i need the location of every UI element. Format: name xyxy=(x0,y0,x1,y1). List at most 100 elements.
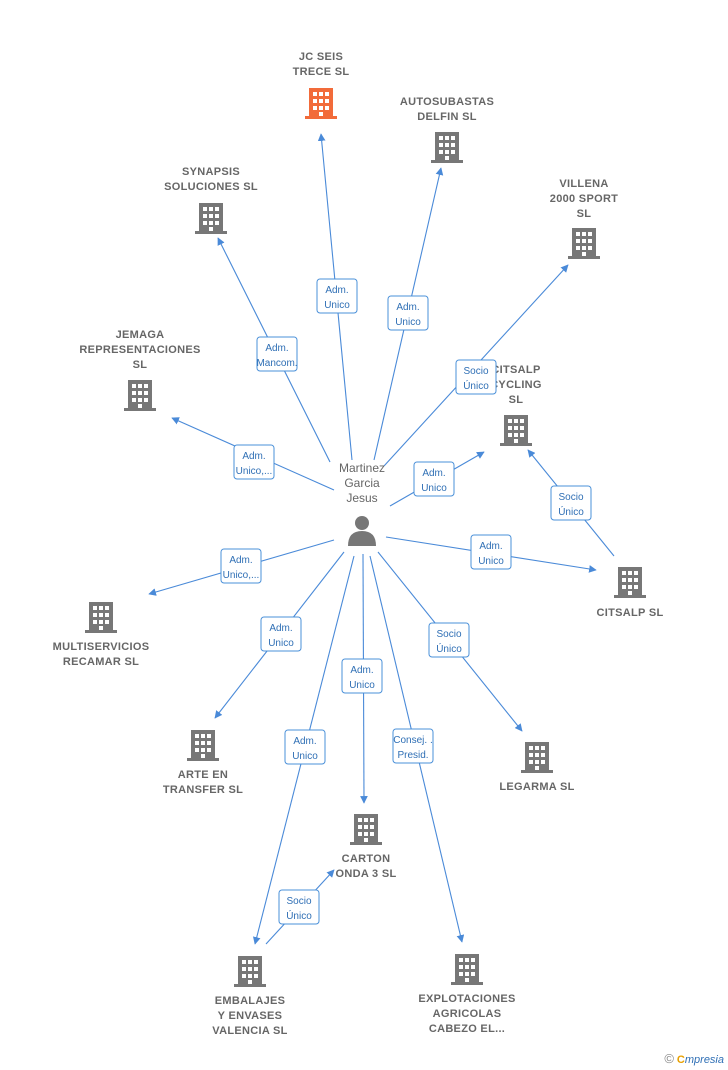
company-name: AUTOSUBASTAS xyxy=(400,96,494,108)
edge-label-box xyxy=(233,444,275,480)
company-name: ONDA 3 SL xyxy=(336,868,397,880)
edge-label-to-synapsis[interactable]: Adm.Mancom. xyxy=(256,336,298,372)
company-name: SL xyxy=(577,208,592,220)
edges-layer xyxy=(148,133,615,945)
building-icon xyxy=(568,228,600,259)
edge-label-text: Socio xyxy=(463,366,488,377)
edge-label-text: Unico xyxy=(478,556,504,567)
company-name: CITSALP xyxy=(491,364,540,376)
edge-label-text: Consej. . xyxy=(393,735,432,746)
company-node-legarma[interactable]: LEGARMA SL xyxy=(499,742,574,793)
company-node-explotaciones-agricolas[interactable]: EXPLOTACIONES AGRICOLAS CABEZO EL... xyxy=(418,954,515,1035)
company-name: DELFIN SL xyxy=(417,111,477,123)
building-icon xyxy=(195,203,227,234)
edge-label-to-arte[interactable]: Adm.Unico xyxy=(260,616,302,652)
edge-label-text: Único xyxy=(463,379,489,392)
edge-label-text: Adm. xyxy=(422,468,445,479)
company-name: TRECE SL xyxy=(293,66,350,78)
edge-label-text: Mancom. xyxy=(256,358,297,369)
building-icon xyxy=(451,954,483,985)
company-name: EXPLOTACIONES xyxy=(418,993,515,1005)
building-icon xyxy=(431,132,463,163)
edge-label-text: Unico xyxy=(421,483,447,494)
company-node-villena-2000-sport[interactable]: VILLENA 2000 SPORT SL xyxy=(550,178,618,259)
person-icon xyxy=(348,516,376,546)
company-name: SYNAPSIS xyxy=(182,166,240,178)
edge-label-box xyxy=(413,461,455,497)
building-icon xyxy=(124,380,156,411)
edge-label-box xyxy=(260,616,302,652)
edge-label-text: Adm. xyxy=(350,665,373,676)
building-icon xyxy=(305,88,337,119)
edge-label-box xyxy=(316,278,358,314)
edge-label-text: Unico xyxy=(349,680,375,691)
edge-label-text: Unico,... xyxy=(223,570,260,581)
edge-label-text: Socio xyxy=(286,896,311,907)
company-node-autosubastas-delfin[interactable]: AUTOSUBASTAS DELFIN SL xyxy=(400,96,494,163)
edge-label-to-autosubastas[interactable]: Adm. Unico xyxy=(387,295,429,331)
edge-label-box xyxy=(392,728,434,764)
company-name: JEMAGA xyxy=(116,329,165,341)
edge-label-text: Adm. xyxy=(242,451,265,462)
edge-label-text: Socio xyxy=(436,629,461,640)
edge-label-text: Único xyxy=(558,505,584,518)
edge-label-box xyxy=(470,534,512,570)
edge-label-text: Unico xyxy=(292,751,318,762)
brand-name: mpresia xyxy=(684,1054,724,1066)
person-name: Jesus xyxy=(346,491,377,505)
edge-label-to-carton[interactable]: Adm. Unico xyxy=(341,658,383,694)
edge-label-to-embalajes[interactable]: Adm.Unico xyxy=(284,729,326,765)
edge-label-box xyxy=(550,485,592,521)
edge-label-to-jemaga[interactable]: Adm. Unico,... xyxy=(233,444,275,480)
edge-label-text: Presid. xyxy=(397,750,428,761)
edge-label-box xyxy=(278,889,320,925)
company-name: CABEZO EL... xyxy=(429,1023,505,1035)
company-node-synapsis-soluciones[interactable]: SYNAPSIS SOLUCIONES SL xyxy=(164,166,258,234)
company-name: REPRESENTACIONES xyxy=(79,344,200,356)
company-name: CITSALP SL xyxy=(597,607,664,619)
company-name: AGRICOLAS xyxy=(433,1008,502,1020)
company-node-arte-en-transfer[interactable]: ARTE EN TRANSFER SL xyxy=(163,730,243,796)
building-icon xyxy=(350,814,382,845)
edge-label-to-multiservicios[interactable]: Adm. Unico,... xyxy=(220,548,262,584)
edge-label-text: Único xyxy=(286,909,312,922)
edge-label-text: Unico,... xyxy=(236,466,273,477)
edge-label-to-citsalp-cycling[interactable]: Adm. Unico xyxy=(413,461,455,497)
company-name: VILLENA xyxy=(559,178,608,190)
building-icon xyxy=(187,730,219,761)
edge-label-to-citsalp[interactable]: Adm.Unico xyxy=(470,534,512,570)
edge-label-to-explotaciones[interactable]: Consej. . Presid. xyxy=(392,728,434,764)
company-name: SOLUCIONES SL xyxy=(164,181,258,193)
company-name: ARTE EN xyxy=(178,769,228,781)
edge-label-text: Unico xyxy=(268,638,294,649)
edge-label-text: Adm. xyxy=(229,555,252,566)
person-name: Garcia xyxy=(344,476,380,490)
edge-label-box xyxy=(256,336,298,372)
edge-label-text: Unico xyxy=(395,317,421,328)
building-icon xyxy=(234,956,266,987)
edge-label-box xyxy=(455,359,497,395)
building-icon xyxy=(614,567,646,598)
company-name: TRANSFER SL xyxy=(163,784,243,796)
company-name: 2000 SPORT xyxy=(550,193,618,205)
company-name: Y ENVASES xyxy=(218,1010,283,1022)
edge-label-to-jc-seis[interactable]: Adm.Unico xyxy=(316,278,358,314)
company-name: MULTISERVICIOS xyxy=(53,641,150,653)
edge-label-box xyxy=(284,729,326,765)
edge-label-text: Adm. xyxy=(396,302,419,313)
company-node-citsalp[interactable]: CITSALP SL xyxy=(597,567,664,619)
